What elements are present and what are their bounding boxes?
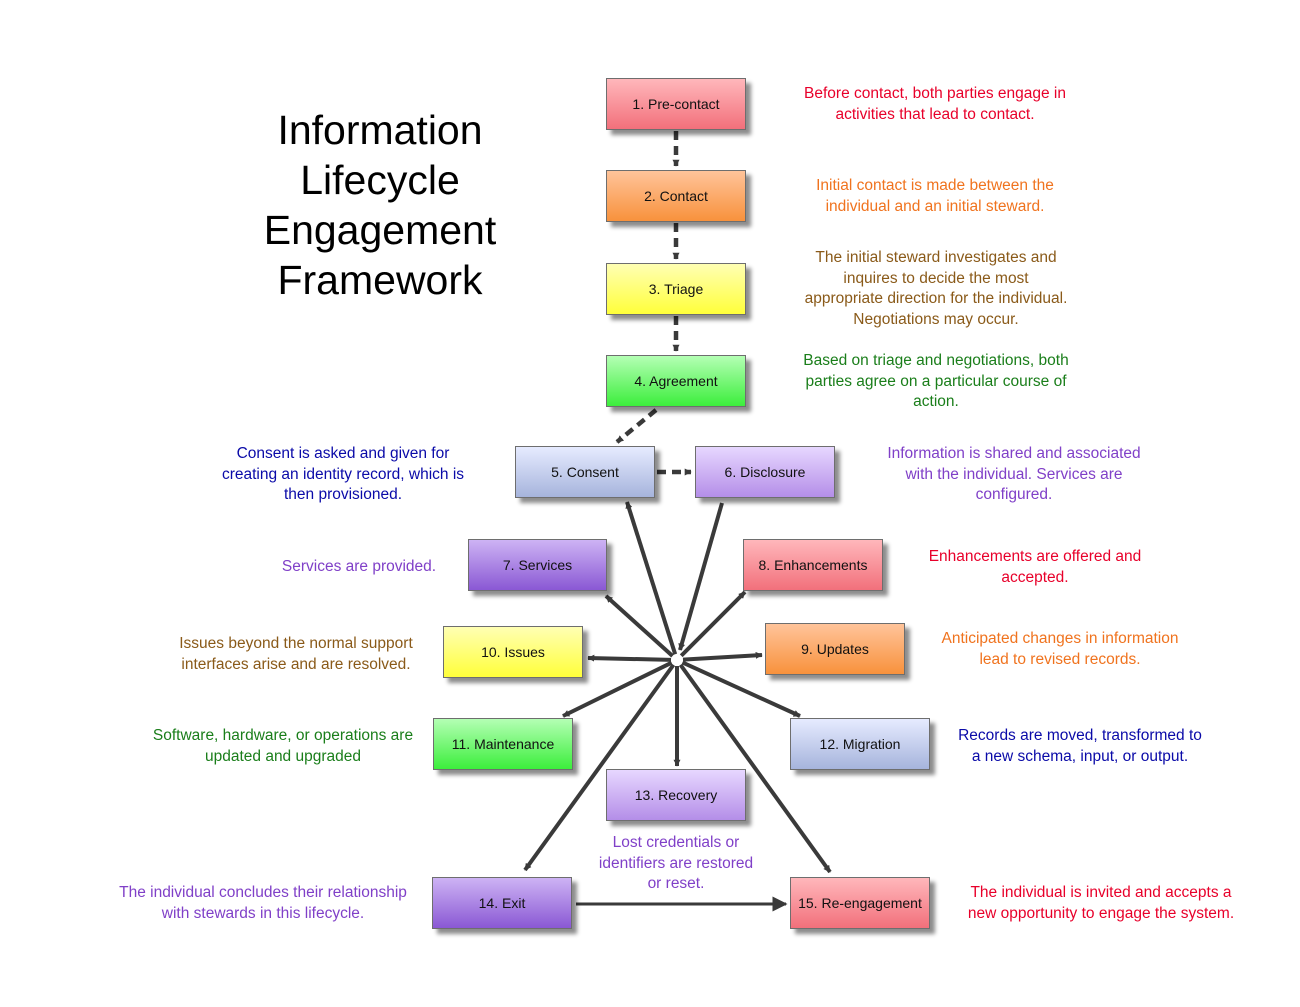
stage-consent: 5. Consent xyxy=(515,446,655,498)
description-disclosure: Information is shared and associated wit… xyxy=(858,444,1170,506)
stage-triage: 3. Triage xyxy=(606,263,746,315)
description-updates: Anticipated changes in information lead … xyxy=(915,629,1205,670)
stage-label: 3. Triage xyxy=(648,281,704,297)
description-line: Lost credentials or xyxy=(612,834,740,851)
description-pre-contact: Before contact, both parties engage in a… xyxy=(760,84,1110,125)
stage-contact: 2. Contact xyxy=(606,170,746,222)
description-line: Enhancements are offered and xyxy=(928,548,1142,565)
title-line: Lifecycle xyxy=(300,157,460,203)
description-line: individual and an initial steward. xyxy=(825,197,1045,215)
arrow-hub-to-migration xyxy=(681,660,801,718)
stage-exit: 14. Exit xyxy=(432,877,572,929)
stage-re-engagement: 15. Re-engagement xyxy=(790,877,930,929)
description-line: Information is shared and associated xyxy=(887,445,1141,462)
description-migration: Records are moved, transformed to a new … xyxy=(935,726,1225,767)
description-line: identifiers are restored xyxy=(598,854,754,872)
title-line: Information xyxy=(277,107,483,153)
description-recovery: Lost credentials or identifiers are rest… xyxy=(581,833,771,895)
description-line: Consent is asked and given for xyxy=(236,445,450,462)
description-line: appropriate direction for the individual… xyxy=(804,290,1068,307)
description-line: then provisioned. xyxy=(283,486,403,503)
description-line: inquires to decide the most xyxy=(843,269,1029,287)
description-line: accepted. xyxy=(1001,568,1069,586)
stage-recovery: 13. Recovery xyxy=(606,769,746,821)
stage-label: 10. Issues xyxy=(481,644,545,660)
arrow-hub-to-consent xyxy=(625,501,678,655)
description-line: activities that lead to contact. xyxy=(835,105,1035,123)
description-line: Software, hardware, or operations are xyxy=(152,727,414,744)
arrow-agreement-to-consent xyxy=(615,408,658,444)
description-line: interfaces arise and are resolved. xyxy=(181,655,411,673)
description-line: updated and upgraded xyxy=(204,747,361,765)
stage-label: 8. Enhancements xyxy=(758,557,868,573)
arrow-hub-to-updates xyxy=(682,651,763,662)
description-line: with stewards in this lifecycle. xyxy=(161,904,365,922)
description-services: Services are provided. xyxy=(255,557,463,578)
stage-label: 2. Contact xyxy=(644,188,708,204)
description-line: a new schema, input, or output. xyxy=(971,747,1189,765)
arrow-hub-to-services xyxy=(604,594,674,658)
description-enhancements: Enhancements are offered and accepted. xyxy=(900,547,1170,588)
description-triage: The initial steward investigates and inq… xyxy=(760,248,1112,330)
description-line: Before contact, both parties engage in xyxy=(804,85,1066,102)
title-line: Framework xyxy=(277,257,483,303)
description-line: Anticipated changes in information xyxy=(941,630,1179,647)
description-contact: Initial contact is made between the indi… xyxy=(760,176,1110,217)
title-line: Engagement xyxy=(263,207,497,253)
description-maintenance: Software, hardware, or operations are up… xyxy=(128,726,438,767)
description-line: or reset. xyxy=(647,875,705,892)
description-re-engagement: The individual is invited and accepts a … xyxy=(945,883,1257,924)
description-line: parties agree on a particular course of xyxy=(805,372,1067,390)
description-line: lead to revised records. xyxy=(979,650,1141,668)
stage-label: 4. Agreement xyxy=(634,373,718,389)
stage-updates: 9. Updates xyxy=(765,623,905,675)
stage-maintenance: 11. Maintenance xyxy=(433,718,573,770)
stage-services: 7. Services xyxy=(468,539,607,591)
description-exit: The individual concludes their relations… xyxy=(95,883,431,924)
description-line: Records are moved, transformed to xyxy=(958,727,1202,744)
stage-label: 12. Migration xyxy=(819,736,901,752)
description-line: The individual is invited and accepts a xyxy=(970,884,1232,901)
stage-migration: 12. Migration xyxy=(790,718,930,770)
stage-label: 15. Re-engagement xyxy=(798,895,922,911)
stage-label: 9. Updates xyxy=(801,641,869,657)
description-line: creating an identity record, which is xyxy=(221,465,465,483)
stage-agreement: 4. Agreement xyxy=(606,355,746,407)
description-line: with the individual. Services are xyxy=(905,465,1123,483)
description-line: Negotiations may occur. xyxy=(853,310,1019,328)
description-line: action. xyxy=(913,393,959,410)
description-line: configured. xyxy=(975,486,1053,503)
description-line: Initial contact is made between the xyxy=(816,177,1054,194)
stage-issues: 10. Issues xyxy=(443,626,583,678)
diagram-title: Information Lifecycle Engagement Framewo… xyxy=(220,105,540,305)
stage-enhancements: 8. Enhancements xyxy=(743,539,883,591)
stage-pre-contact: 1. Pre-contact xyxy=(606,78,746,130)
description-line: Issues beyond the normal support xyxy=(179,635,413,652)
arrow-hub-to-maintenance xyxy=(562,660,673,718)
stage-label: 11. Maintenance xyxy=(451,736,555,752)
arrow-hub-to-enhancements xyxy=(679,590,747,658)
description-line: The individual concludes their relations… xyxy=(119,884,407,901)
description-agreement: Based on triage and negotiations, both p… xyxy=(760,351,1112,413)
arrow-hub-to-exit xyxy=(523,663,676,872)
description-issues: Issues beyond the normal support interfa… xyxy=(155,634,437,675)
stage-label: 14. Exit xyxy=(478,895,526,911)
arrow-hub-to-re-engagement xyxy=(678,663,832,874)
stage-label: 13. Recovery xyxy=(634,787,718,803)
stage-label: 5. Consent xyxy=(551,464,619,480)
description-line: Based on triage and negotiations, both xyxy=(803,352,1069,369)
stage-label: 6. Disclosure xyxy=(724,464,806,480)
arrow-disclosure-to-hub xyxy=(678,502,724,651)
stage-label: 1. Pre-contact xyxy=(632,96,720,112)
stage-disclosure: 6. Disclosure xyxy=(695,446,835,498)
description-line: The initial steward investigates and xyxy=(815,249,1057,266)
stage-label: 7. Services xyxy=(502,557,573,573)
description-line: new opportunity to engage the system. xyxy=(967,904,1235,922)
description-consent: Consent is asked and given for creating … xyxy=(195,444,491,506)
description-line: Services are provided. xyxy=(281,558,437,575)
arrow-hub-to-issues xyxy=(587,654,672,662)
